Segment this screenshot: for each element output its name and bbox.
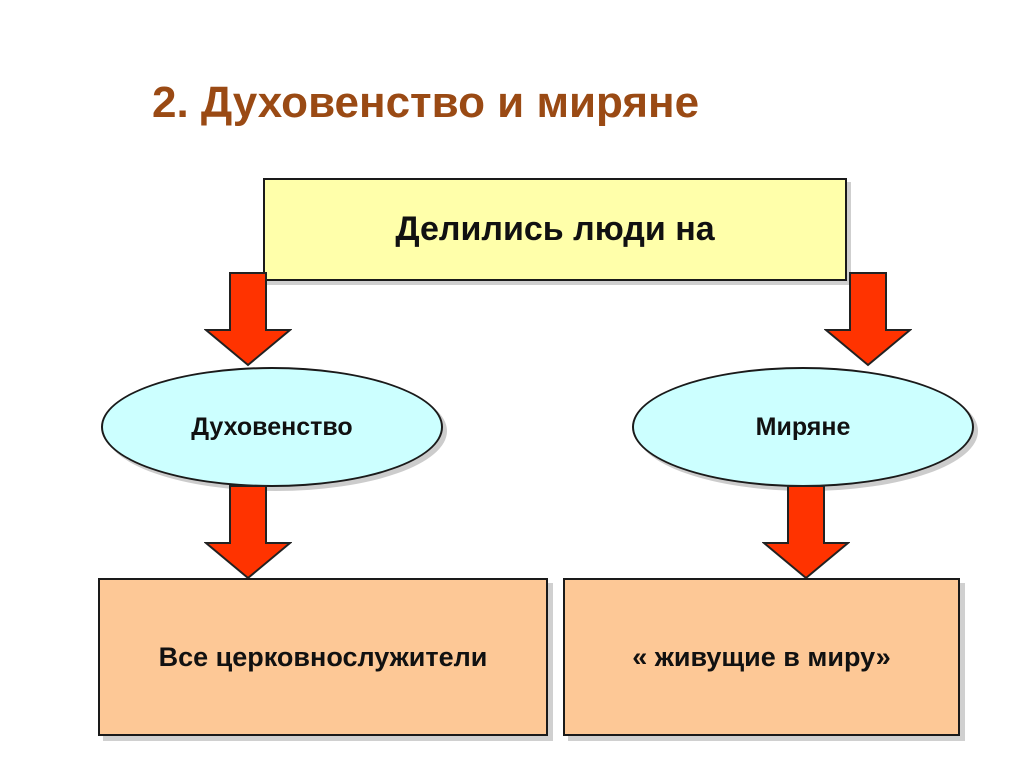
laity-description: « живущие в миру» [632,641,891,672]
down-arrow-icon [824,272,912,367]
clergy-description-box: Все церковнослужители [98,578,548,736]
people-divided-box: Делились люди на [263,178,847,281]
people-divided-label: Делились люди на [395,210,715,248]
laity-ellipse: Миряне [632,367,974,487]
clergy-ellipse: Духовенство [101,367,443,487]
laity-label: Миряне [755,412,851,441]
laity-description-box: « живущие в миру» [563,578,960,736]
down-arrow-icon [204,485,292,580]
clergy-description: Все церковнослужители [158,641,488,672]
down-arrow-icon [204,272,292,367]
clergy-label: Духовенство [191,412,353,441]
down-arrow-icon [762,485,850,580]
slide-title: 2. Духовенство и миряне [152,78,700,127]
